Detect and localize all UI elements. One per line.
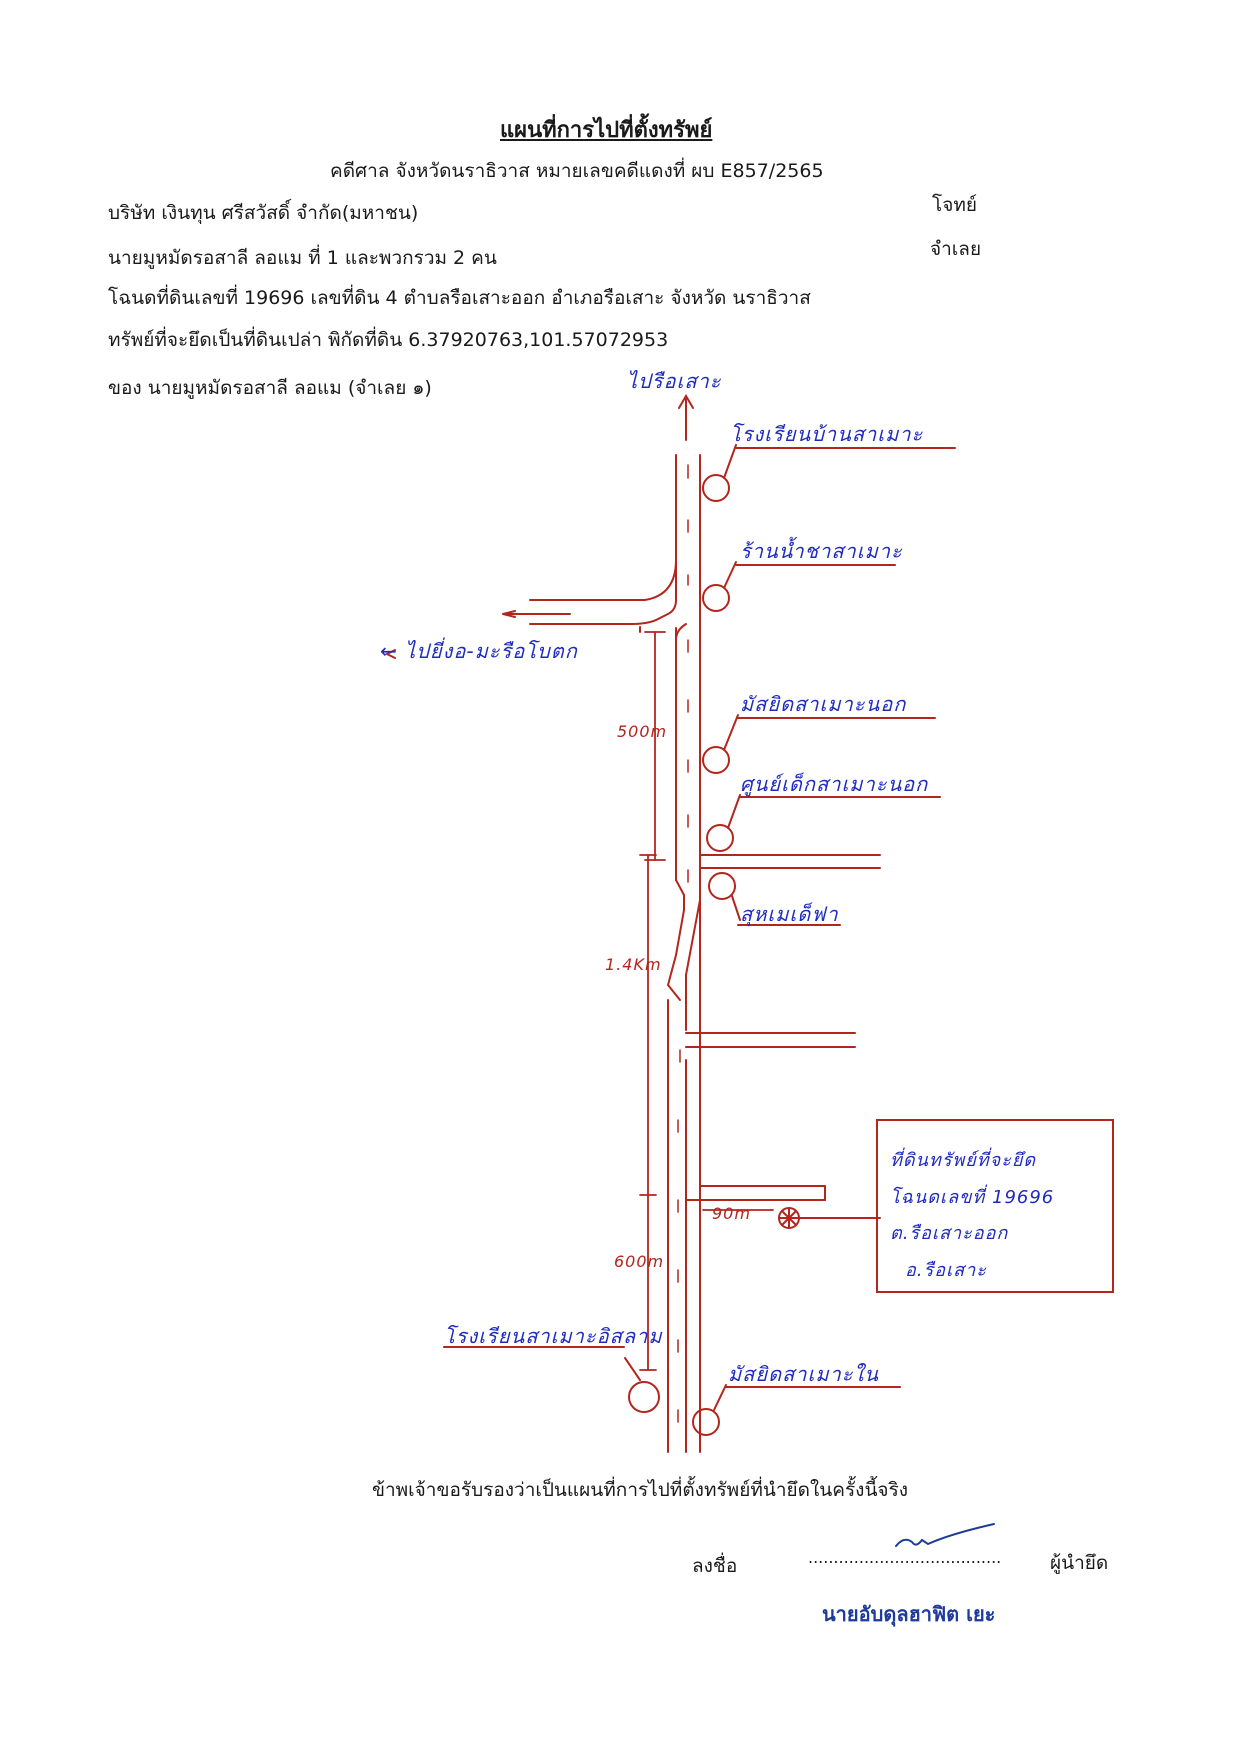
property-box-line-4: อ.รือเสาะ [905,1260,987,1281]
property-box-line-2: โฉนดเลขที่ 19696 [890,1187,1055,1208]
north-arrow-icon [678,394,694,441]
property-marker-icon [778,1207,881,1229]
owner-line: ของ นายมูหมัดรอสาลี ลอแม (จำเลย ๑) [108,377,432,399]
main-road [529,454,701,1453]
landmark-school-ban-samoh: โรงเรียนบ้านสาเมาะ [730,422,924,446]
distance-500m: 500m [617,722,668,741]
sign-label: ลงชื่อ [692,1555,738,1577]
landmark-child-center: ศูนย์เด็กสาเมาะนอก [740,772,929,796]
page-title: แผนที่การไปที่ตั้งทรัพย์ [500,118,713,143]
plaintiff-name: บริษัท เงินทุน ศรีสวัสดิ์ จำกัด(มหาชน) [108,202,419,224]
signer-name: นายอับดุลฮาฟิต เยะ [822,1602,996,1626]
property-box-line-3: ต.รือเสาะออก [890,1223,1009,1244]
landmark-shop: สุหเมเด็ฟา [740,902,839,926]
distance-markers [639,631,774,1371]
property-box-line-1: ที่ดินทรัพย์ที่จะยึด [890,1150,1037,1171]
landmark-mosque-outer: มัสยิดสาเมาะนอก [740,692,907,716]
landmark-islamic-school: โรงเรียนสาเมาะอิสลาม [444,1324,663,1348]
case-line: คดีศาล จังหวัดนราธิวาส หมายเลขคดีแดงที่ … [330,160,824,182]
distance-600m: 600m [614,1252,665,1271]
signature-mark [895,1523,995,1547]
deed-line: โฉนดที่ดินเลขที่ 19696 เลขที่ดิน 4 ตำบลร… [108,287,811,309]
defendant-label: จำเลย [930,238,982,260]
signer-role: ผู้นำยึด [1050,1552,1109,1574]
landmark-mosque-inner: มัสยิดสาเมาะใน [728,1362,879,1386]
distance-1-4km: 1.4Km [605,955,662,974]
property-box [876,1119,1114,1293]
certification-text: ข้าพเจ้าขอรับรองว่าเป็นแผนที่การไปที่ตั้… [372,1479,909,1501]
west-road [502,559,677,618]
landmark-markers [443,444,956,1436]
label-to-west: ← ไปยี่งอ-มะรือโบตก [380,639,578,663]
property-line: ทรัพย์ที่จะยึดเป็นที่ดินเปล่า พิกัดที่ดิ… [108,329,669,351]
side-roads [685,854,881,1201]
label-to-north: ไปรือเสาะ [627,369,722,393]
sign-dots: ...................................... [808,1548,1002,1567]
distance-90m: 90m [712,1204,751,1223]
plaintiff-label: โจทย์ [932,194,977,216]
defendant-name: นายมูหมัดรอสาลี ลอแม ที่ 1 และพวกรวม 2 ค… [108,247,497,269]
west-arrow-icon [384,649,396,659]
landmark-tea-shop: ร้านน้ำชาสาเมาะ [740,539,903,563]
